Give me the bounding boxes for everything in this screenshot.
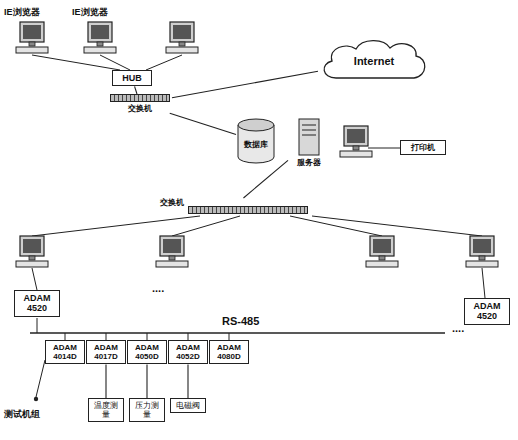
server-tower xyxy=(298,118,320,156)
switch-node: 交换机 xyxy=(108,94,172,113)
database-node: 数据库 xyxy=(236,118,276,164)
node-label: 交换机 xyxy=(128,104,152,113)
device-box: 电磁阀 xyxy=(170,398,206,413)
annotation: .... xyxy=(452,322,464,334)
annotation: IE浏览器 xyxy=(72,6,108,19)
bus-drop xyxy=(229,333,230,340)
node-label: ADAM 4014D xyxy=(48,343,82,361)
network-link xyxy=(170,113,236,134)
node-label: 打印机 xyxy=(403,143,443,152)
bus-name: RS-485 xyxy=(222,315,259,327)
device-box: ADAM 4520 xyxy=(14,290,60,317)
network-link xyxy=(146,364,147,398)
computer-icon xyxy=(466,236,498,267)
printer-cable xyxy=(368,148,400,149)
bus-drop xyxy=(147,333,148,340)
serial-cable xyxy=(482,268,485,298)
bus-drop xyxy=(37,318,38,333)
network-cable xyxy=(146,55,182,70)
device-box: ADAM 4017D xyxy=(86,340,126,364)
device-box: ADAM 4052D xyxy=(168,340,208,364)
drive-slot xyxy=(302,130,316,131)
computer-icon xyxy=(340,126,372,157)
leader-line xyxy=(36,360,45,397)
cloud-outline xyxy=(324,41,425,78)
node-label: 交换机 xyxy=(160,198,184,207)
network-link xyxy=(172,71,318,98)
network-cable xyxy=(32,55,120,70)
tower-case xyxy=(299,119,319,155)
node-label: ADAM 4520 xyxy=(17,293,57,314)
node-label: ADAM 4520 xyxy=(467,301,507,322)
rs485-bus xyxy=(30,332,445,334)
node-label: ADAM 4050D xyxy=(130,343,164,361)
network-cable xyxy=(100,55,130,70)
annotation: .... xyxy=(152,282,164,294)
node-label: ADAM 4052D xyxy=(171,343,205,361)
node-label: HUB xyxy=(115,73,149,83)
node-label: 压力测量 xyxy=(132,401,162,419)
switch-bar xyxy=(188,206,308,214)
device-box: ADAM 4520 xyxy=(464,298,510,325)
computer-icon xyxy=(16,236,48,267)
cylinder-top xyxy=(238,119,274,131)
node-label: ADAM 4017D xyxy=(89,343,123,361)
drive-slot xyxy=(302,125,316,126)
network-cable xyxy=(172,216,240,236)
network-link xyxy=(135,86,137,94)
computer-icon xyxy=(16,22,48,53)
junction-dot xyxy=(34,397,38,401)
annotation: 测试机组 xyxy=(4,408,40,421)
serial-cable xyxy=(32,268,37,290)
computer-icon xyxy=(166,22,198,53)
node-label: 温度测量 xyxy=(91,401,121,419)
server-node: 服务器 xyxy=(288,118,330,167)
device-box: ADAM 4050D xyxy=(127,340,167,364)
device-box: 温度测量 xyxy=(88,398,124,422)
device-box: ADAM 4014D xyxy=(45,340,85,364)
device-box: ADAM 4080D xyxy=(209,340,249,364)
drive-slot xyxy=(302,135,316,136)
bus-drop xyxy=(65,333,66,340)
network-link xyxy=(187,364,188,398)
internet-cloud: Internet xyxy=(318,36,430,86)
node-label: 数据库 xyxy=(244,140,268,149)
annotation: IE浏览器 xyxy=(4,6,40,19)
network-link xyxy=(243,160,288,198)
computer-icon xyxy=(84,22,116,53)
bus-drop xyxy=(188,333,189,340)
network-cable xyxy=(312,216,482,236)
bus-drop xyxy=(106,333,107,340)
switch-node: 交换机 xyxy=(160,198,308,214)
computer-icon xyxy=(366,236,398,267)
device-box: 打印机 xyxy=(400,140,446,155)
switch-bar xyxy=(110,94,170,102)
node-label: ADAM 4080D xyxy=(212,343,246,361)
network-link xyxy=(105,364,106,398)
node-label: 服务器 xyxy=(297,158,321,167)
device-box: 压力测量 xyxy=(129,398,165,422)
computer-icon xyxy=(156,236,188,267)
node-label: Internet xyxy=(354,55,394,68)
network-cable xyxy=(32,216,200,236)
node-label: 电磁阀 xyxy=(173,401,203,410)
device-box: HUB xyxy=(112,70,152,86)
